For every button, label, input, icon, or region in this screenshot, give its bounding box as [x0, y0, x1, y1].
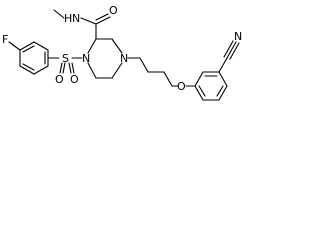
amide-hydrogen-label: H — [64, 12, 72, 25]
nitrile-triple-bond-a — [226, 41, 237, 59]
sulfonyl-oxygen-left-label: O — [55, 73, 64, 86]
s-o-right-bond-2 — [71, 62, 75, 74]
fluorophenyl-ring — [19, 41, 49, 75]
sulfur-label: S — [62, 52, 69, 65]
sulfonyl-oxygen-right-label: O — [70, 73, 79, 86]
nitrile-triple-bond-b — [229, 42, 240, 60]
molecule-structure: F N H O S O O N N O N — [2, 4, 242, 101]
carbonyl-n-bond — [80, 17, 97, 25]
c-f-bond — [8, 41, 21, 51]
fluorine-label: F — [2, 33, 8, 46]
ring-nitrile-bond — [218, 57, 228, 73]
amide-nitrogen-label: N — [72, 12, 80, 25]
cyanophenyl-ring — [194, 71, 228, 101]
carbonyl-double-bond-a — [95, 16, 111, 25]
carbonyl-double-bond-b — [95, 13, 109, 21]
piperazine-ring — [87, 38, 123, 79]
carbonyl-oxygen-label: O — [109, 4, 118, 17]
propyl-bond-3 — [163, 71, 173, 87]
piperazine-n4-label: N — [120, 52, 128, 65]
propyl-bond-1 — [139, 57, 149, 73]
nitrile-triple-bond-c — [223, 40, 234, 58]
piperazine-n1-label: N — [82, 52, 90, 65]
s-o-left-bond-2 — [62, 62, 66, 74]
nitrile-nitrogen-label: N — [234, 30, 242, 43]
n-methyl-bond — [53, 9, 65, 19]
ether-oxygen-label: O — [177, 80, 186, 93]
s-o-left-bond — [59, 62, 63, 74]
structure-canvas: F N H O S O O N N O N — [0, 0, 255, 111]
s-o-right-bond — [68, 62, 72, 74]
